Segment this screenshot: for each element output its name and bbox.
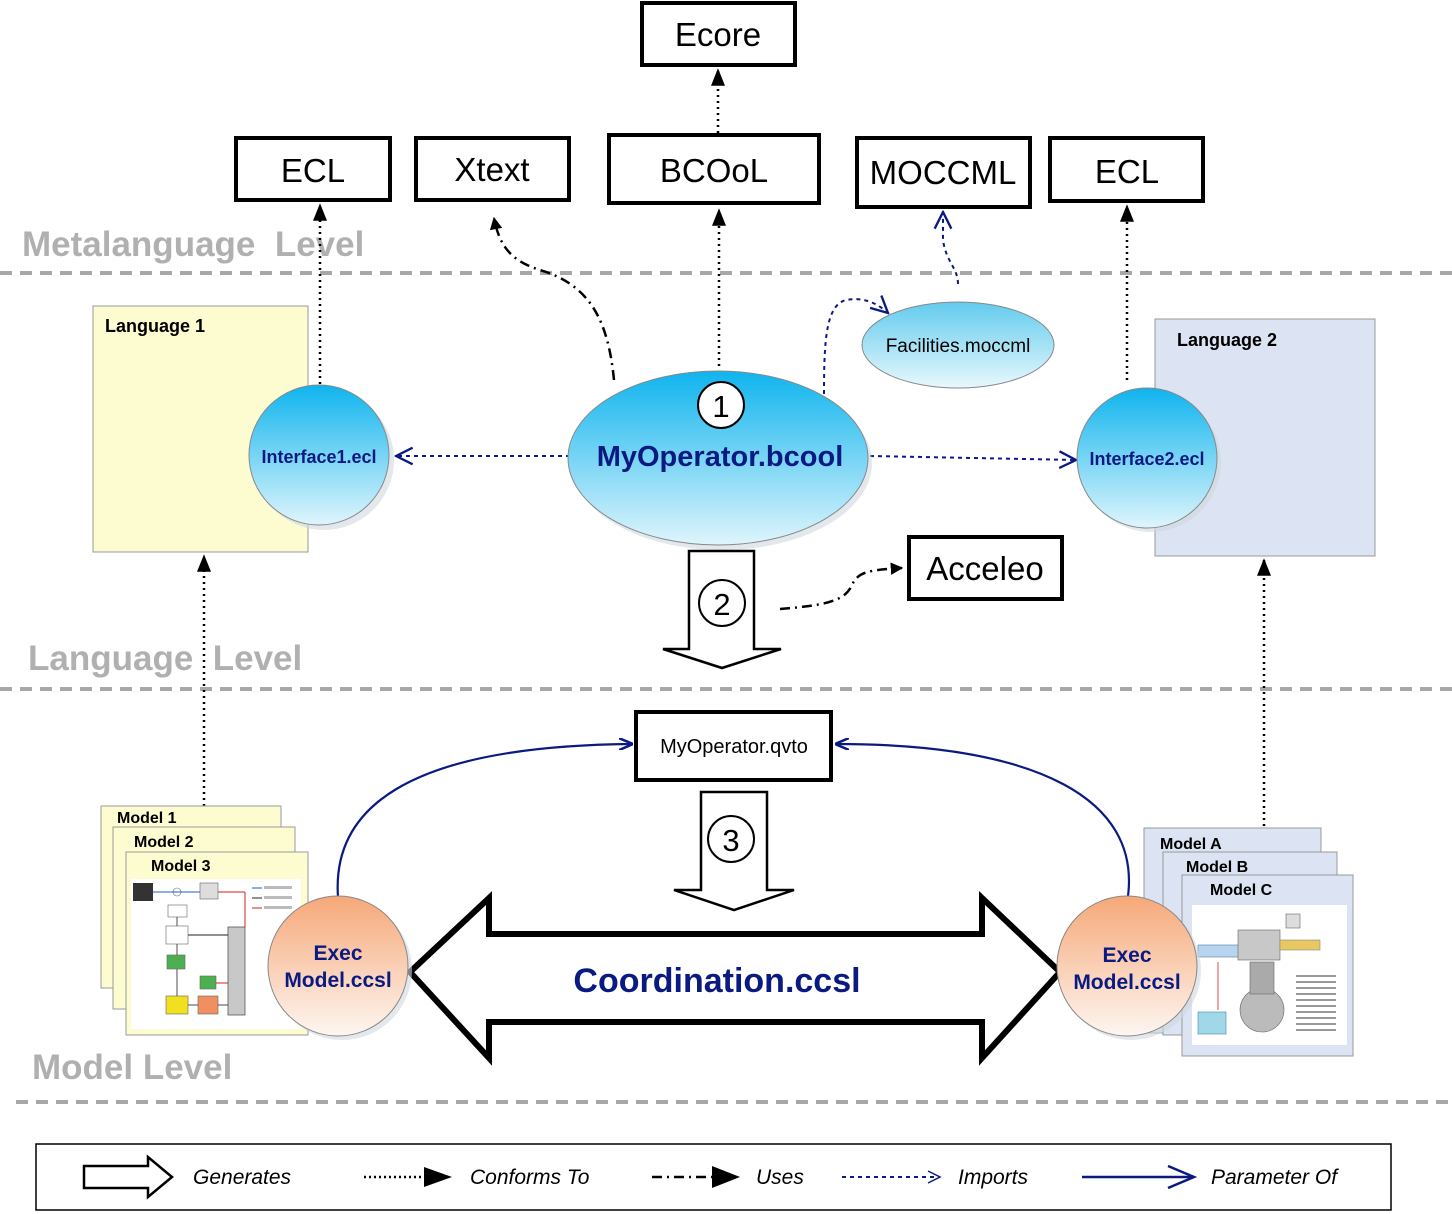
model-a-label: Model A — [1160, 836, 1222, 853]
parameter-exec-left-qvto — [336, 744, 632, 898]
svg-text:3: 3 — [722, 823, 739, 858]
level-metalanguage-label: Metalanguage Level — [22, 225, 364, 264]
uses-generation-acceleo — [779, 562, 904, 611]
svg-text:2: 2 — [713, 587, 730, 622]
legend-uses-label: Uses — [756, 1166, 804, 1189]
svg-text:Model.ccsl: Model.ccsl — [1073, 971, 1180, 994]
xtext-box: Xtext — [414, 136, 571, 202]
imports-operator-facilities — [823, 299, 888, 395]
svg-text:MOCCML: MOCCML — [870, 154, 1017, 191]
svg-text:Language 2: Language 2 — [1177, 330, 1277, 350]
svg-text:Model.ccsl: Model.ccsl — [284, 969, 391, 992]
svg-text:1: 1 — [712, 389, 729, 424]
svg-text:Language 1: Language 1 — [105, 316, 205, 336]
model-c-label: Model C — [1210, 882, 1273, 899]
svg-text:ECL: ECL — [281, 152, 345, 189]
model-3-label: Model 3 — [151, 858, 211, 875]
ecl-right-box: ECL — [1048, 136, 1205, 203]
legend-generates-label: Generates — [193, 1166, 292, 1189]
facilities-moccml-ellipse: Facilities.moccml — [861, 301, 1055, 389]
svg-text:Facilities.moccml: Facilities.moccml — [886, 336, 1031, 357]
svg-text:Coordination.ccsl: Coordination.ccsl — [573, 962, 860, 1000]
level-language-label: Language Level — [28, 639, 302, 678]
legend: Generates Conforms To Uses Imports Param… — [35, 1143, 1392, 1211]
model-c-thumbnail — [1192, 905, 1347, 1045]
svg-text:Acceleo: Acceleo — [926, 550, 1043, 587]
svg-text:MyOperator.bcool: MyOperator.bcool — [597, 441, 844, 473]
legend-generates-icon — [82, 1154, 174, 1200]
svg-text:BCOoL: BCOoL — [660, 152, 768, 189]
coordination-double-arrow: Coordination.ccsl — [405, 891, 1065, 1066]
svg-text:Exec: Exec — [313, 942, 362, 965]
model-1-label: Model 1 — [117, 810, 177, 827]
step-1-marker: 1 — [697, 381, 745, 429]
legend-imports-label: Imports — [958, 1166, 1029, 1189]
imports-operator-interface2 — [869, 456, 1076, 460]
ecl-left-box: ECL — [234, 136, 392, 202]
svg-text:Interface2.ecl: Interface2.ecl — [1089, 449, 1204, 469]
exec-model-left-circle: Exec Model.ccsl — [267, 895, 412, 1040]
uses-operator-xtext — [489, 216, 616, 381]
generates-arrow-2: 2 — [662, 549, 782, 670]
svg-text:Ecore: Ecore — [675, 16, 761, 53]
svg-text:MyOperator.qvto: MyOperator.qvto — [660, 736, 808, 758]
svg-text:Xtext: Xtext — [454, 151, 529, 188]
operator-bcool-ellipse: MyOperator.bcool — [567, 370, 872, 550]
interface2-circle: Interface2.ecl — [1076, 387, 1221, 532]
exec-model-right-circle: Exec Model.ccsl — [1056, 895, 1201, 1040]
interface1-circle: Interface1.ecl — [248, 384, 394, 530]
legend-parameter-label: Parameter Of — [1211, 1166, 1339, 1189]
ecore-box: Ecore — [640, 1, 797, 67]
generates-arrow-3: 3 — [673, 790, 795, 912]
svg-text:Interface1.ecl: Interface1.ecl — [261, 447, 376, 467]
model-2-label: Model 2 — [134, 834, 194, 851]
bcool-box: BCOoL — [607, 133, 821, 205]
legend-conforms-label: Conforms To — [470, 1166, 590, 1189]
moccml-box: MOCCML — [855, 136, 1032, 209]
acceleo-box: Acceleo — [907, 535, 1064, 601]
parameter-exec-right-qvto — [836, 744, 1131, 897]
qvto-box: MyOperator.qvto — [634, 710, 833, 782]
model-b-label: Model B — [1186, 859, 1248, 876]
svg-text:ECL: ECL — [1095, 153, 1159, 190]
level-model-label: Model Level — [32, 1048, 232, 1087]
svg-text:Exec: Exec — [1102, 944, 1151, 967]
